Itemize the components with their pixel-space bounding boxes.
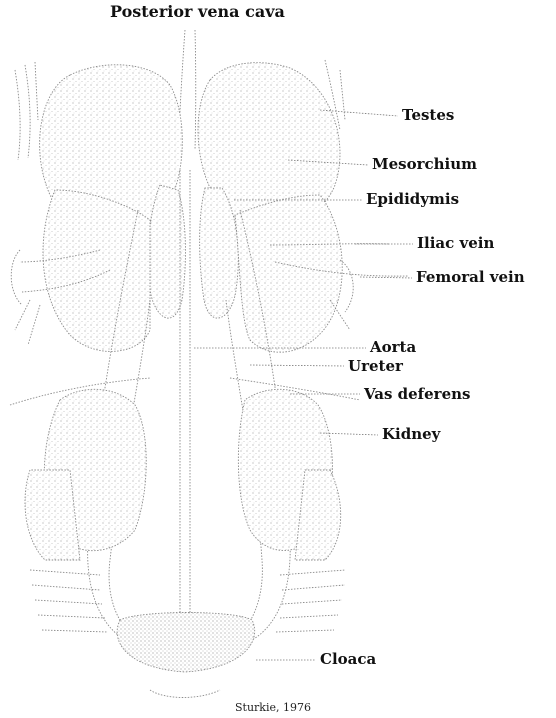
cloaca-vent [150, 690, 220, 698]
left-fringe [15, 62, 38, 160]
label-femoral-vein: Femoral vein [416, 270, 525, 285]
label-kidney: Kidney [382, 427, 440, 442]
upper-body-right [235, 195, 342, 352]
label-mesorchium: Mesorchium [372, 157, 477, 172]
leader-ureter [250, 365, 344, 366]
lower-left-lobe [25, 470, 80, 560]
cloaca [117, 613, 255, 673]
label-posterior-vena-cava: Posterior vena cava [110, 4, 285, 20]
upper-body [43, 190, 150, 351]
label-iliac-vein: Iliac vein [417, 236, 494, 251]
leader-femoral-vein [360, 277, 412, 278]
label-ureter: Ureter [348, 359, 403, 374]
source-credit: Sturkie, 1976 [235, 702, 311, 713]
label-epididymis: Epididymis [366, 192, 459, 207]
label-cloaca: Cloaca [320, 652, 376, 667]
label-testes: Testes [402, 108, 454, 123]
left-limb-stump [11, 250, 40, 345]
label-vas-deferens: Vas deferens [364, 387, 470, 402]
label-aorta: Aorta [370, 340, 416, 355]
lower-bands-right [276, 570, 345, 632]
lower-bands-left [30, 570, 108, 632]
